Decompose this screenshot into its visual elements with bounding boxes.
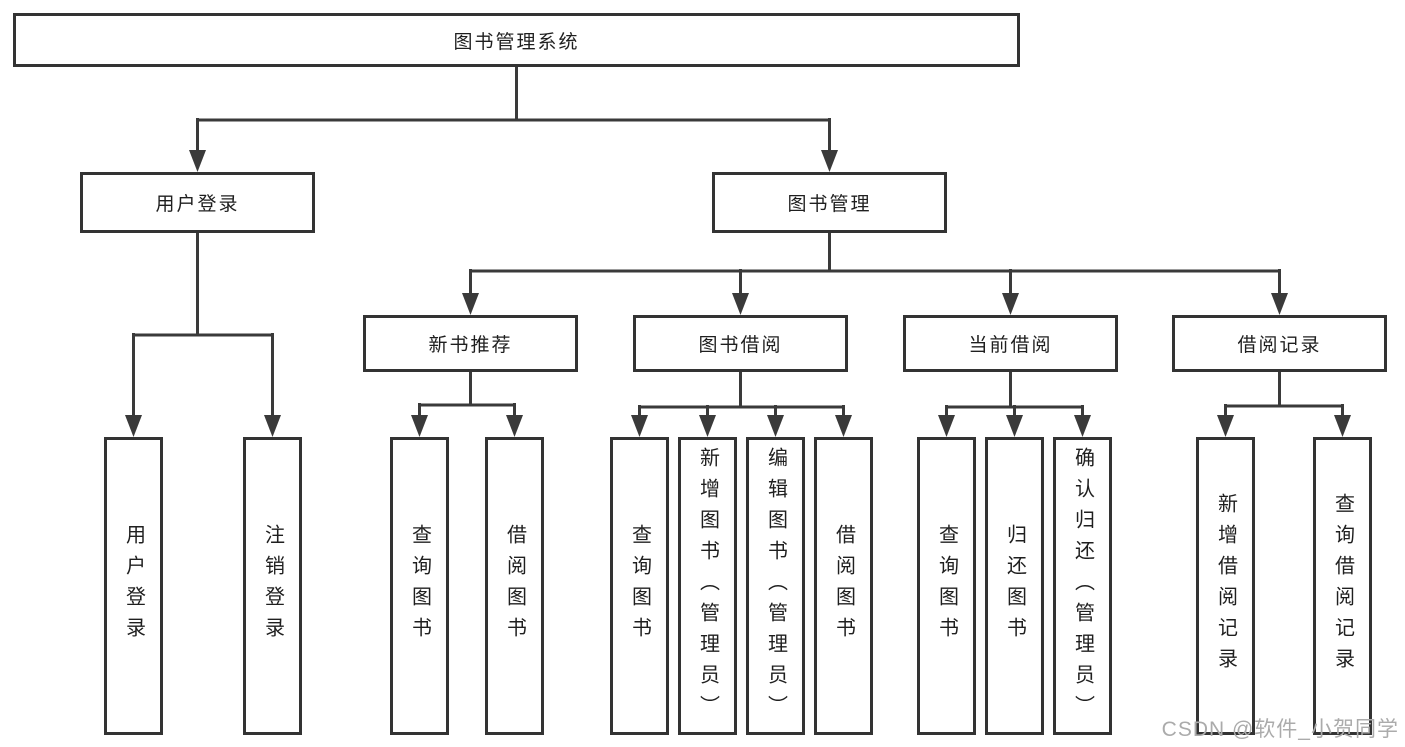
- leaf-query-books-recommend: 查询图书: [390, 437, 449, 735]
- node-label: 查询借阅记录: [1331, 493, 1354, 679]
- node-label: 借阅图书: [503, 524, 526, 648]
- node-label: 当前借阅: [968, 335, 1053, 356]
- node-label: 查询图书: [628, 524, 651, 648]
- leaf-borrow-books-borrowing: 借阅图书: [814, 437, 873, 735]
- leaf-add-borrow-record: 新增借阅记录: [1196, 437, 1255, 735]
- node-label: 借阅图书: [832, 524, 855, 648]
- arrowheads: [125, 150, 1351, 437]
- node-current-borrowing: 当前借阅: [903, 315, 1118, 372]
- leaf-user-login: 用户登录: [104, 437, 163, 735]
- leaf-logout: 注销登录: [243, 437, 302, 735]
- node-label: 图书借阅: [698, 335, 783, 356]
- leaf-query-borrow-record: 查询借阅记录: [1313, 437, 1372, 735]
- leaf-query-books-current: 查询图书: [917, 437, 976, 735]
- node-label: 新书推荐: [428, 335, 513, 356]
- node-borrowing-records: 借阅记录: [1172, 315, 1387, 372]
- node-label: 编辑图书（管理员）: [764, 446, 787, 726]
- node-user-login: 用户登录: [80, 172, 315, 233]
- csdn-watermark: CSDN @软件_小贺同学: [1161, 718, 1399, 741]
- node-book-management: 图书管理: [712, 172, 947, 233]
- node-label: 归还图书: [1003, 524, 1026, 648]
- node-label: 查询图书: [935, 524, 958, 648]
- node-label: 新增借阅记录: [1214, 493, 1237, 679]
- node-label: 确认归还（管理员）: [1071, 446, 1094, 726]
- node-label: 用户登录: [122, 524, 145, 648]
- leaf-edit-book-admin: 编辑图书（管理员）: [746, 437, 805, 735]
- leaf-query-books-borrowing: 查询图书: [610, 437, 669, 735]
- node-book-borrowing: 图书借阅: [633, 315, 848, 372]
- leaf-borrow-books-recommend: 借阅图书: [485, 437, 544, 735]
- node-label: 图书管理: [787, 194, 872, 215]
- leaf-return-books: 归还图书: [985, 437, 1044, 735]
- leaf-confirm-return-admin: 确认归还（管理员）: [1053, 437, 1112, 735]
- node-library-management-system: 图书管理系统: [13, 13, 1020, 67]
- node-new-book-recommendation: 新书推荐: [363, 315, 578, 372]
- node-label: 借阅记录: [1237, 335, 1322, 356]
- leaf-add-book-admin: 新增图书（管理员）: [678, 437, 737, 735]
- node-label: 图书管理系统: [453, 31, 580, 53]
- node-label: 用户登录: [155, 194, 240, 215]
- node-label: 注销登录: [261, 524, 284, 648]
- node-label: 新增图书（管理员）: [696, 446, 719, 726]
- node-label: 查询图书: [408, 524, 431, 648]
